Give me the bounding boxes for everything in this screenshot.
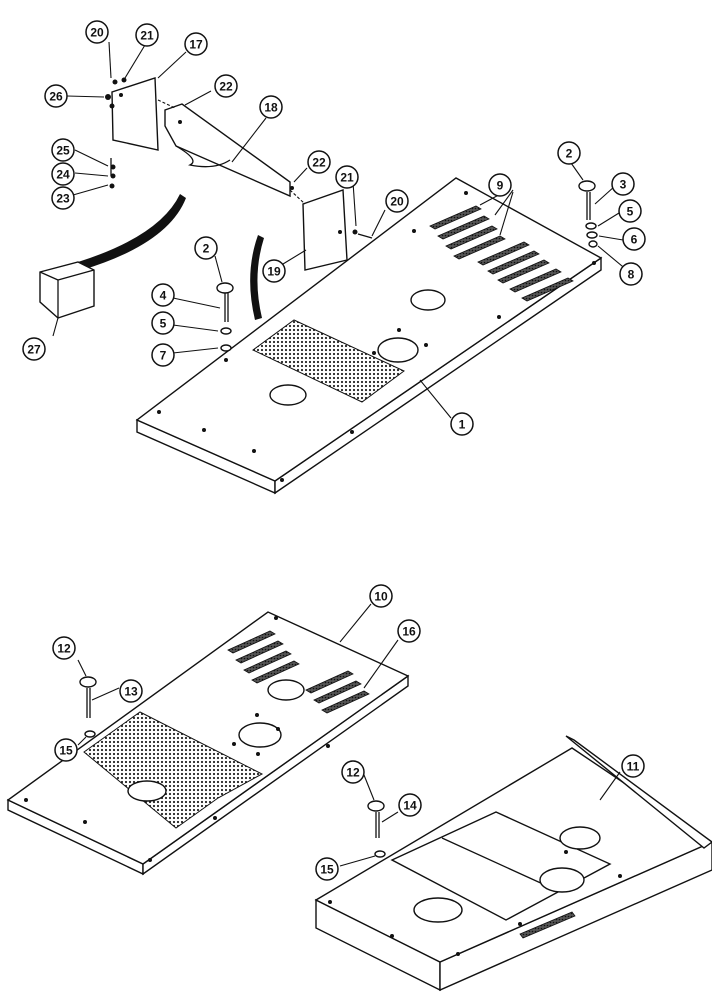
callout-label: 16 <box>402 625 416 639</box>
callout-17: 17 <box>184 32 208 56</box>
callout-22a: 22 <box>214 74 238 98</box>
callout-label: 5 <box>627 205 634 219</box>
callout-20a: 20 <box>85 20 109 44</box>
callout-label: 15 <box>320 863 334 877</box>
callout-15a: 15 <box>54 738 78 762</box>
callout-label: 5 <box>160 317 167 331</box>
callout-10: 10 <box>369 584 393 608</box>
hardware-mid-stack <box>79 676 97 738</box>
callout-12a: 12 <box>52 636 76 660</box>
callout-26: 26 <box>44 84 68 108</box>
callout-5a: 5 <box>151 311 175 335</box>
callout-label: 3 <box>620 178 627 192</box>
middle-floor-panel <box>6 611 410 876</box>
callout-label: 20 <box>90 26 104 40</box>
callout-4: 4 <box>151 283 175 307</box>
callout-label: 14 <box>403 799 417 813</box>
callout-label: 7 <box>160 349 167 363</box>
callout-label: 21 <box>340 171 354 185</box>
callout-label: 15 <box>59 744 73 758</box>
callout-27: 27 <box>22 337 46 361</box>
curved-arrow-left <box>78 194 186 270</box>
callout-label: 22 <box>219 80 233 94</box>
bracket-assembly <box>109 77 373 271</box>
callout-21b: 21 <box>335 165 359 189</box>
callout-20b: 20 <box>385 189 409 213</box>
callout-label: 8 <box>628 268 635 282</box>
callout-label: 18 <box>264 101 278 115</box>
callout-24: 24 <box>51 162 75 186</box>
hardware-right-stack <box>578 180 598 248</box>
callout-15b: 15 <box>315 857 339 881</box>
curved-arrow-right <box>250 235 264 320</box>
callout-13: 13 <box>119 679 143 703</box>
callout-label: 12 <box>346 766 360 780</box>
bottom-console-panel <box>314 735 712 992</box>
hardware-left-stack <box>216 282 234 352</box>
callout-label: 19 <box>267 265 281 279</box>
callout-label: 26 <box>49 90 63 104</box>
callout-11: 11 <box>621 754 645 778</box>
hardware-small <box>105 77 127 189</box>
callout-label: 6 <box>631 233 638 247</box>
callout-6: 6 <box>622 227 646 251</box>
callout-18: 18 <box>259 95 283 119</box>
callout-9: 9 <box>488 173 512 197</box>
callout-label: 11 <box>627 760 640 774</box>
callout-14: 14 <box>398 793 422 817</box>
callout-label: 22 <box>312 156 326 170</box>
callout-label: 4 <box>160 289 167 303</box>
callout-label: 24 <box>56 168 70 182</box>
callout-label: 2 <box>203 242 210 256</box>
shroud-18 <box>164 103 291 198</box>
callout-label: 21 <box>140 29 154 43</box>
callout-7: 7 <box>151 343 175 367</box>
callout-3: 3 <box>611 172 635 196</box>
callout-label: 9 <box>497 179 504 193</box>
callout-1: 1 <box>450 412 474 436</box>
hardware-bottom-stack <box>367 800 386 858</box>
callout-2b: 2 <box>557 141 581 165</box>
callout-label: 17 <box>189 38 203 52</box>
callout-label: 25 <box>56 144 70 158</box>
callout-label: 2 <box>566 147 573 161</box>
callout-label: 27 <box>27 343 41 357</box>
callout-16: 16 <box>397 619 421 643</box>
callout-19: 19 <box>262 259 286 283</box>
box-27 <box>39 261 95 319</box>
top-floor-panel <box>135 177 603 495</box>
callout-label: 20 <box>390 195 404 209</box>
callout-label: 10 <box>374 590 388 604</box>
callout-12b: 12 <box>341 760 365 784</box>
callout-label: 13 <box>124 685 138 699</box>
callout-8: 8 <box>619 262 643 286</box>
callout-23: 23 <box>51 186 75 210</box>
bracket-19 <box>302 189 348 271</box>
callout-21a: 21 <box>135 23 159 47</box>
callout-2a: 2 <box>194 236 218 260</box>
callout-25: 25 <box>51 138 75 162</box>
callout-22b: 22 <box>307 150 331 174</box>
bracket-17 <box>111 77 159 151</box>
callout-label: 23 <box>56 192 70 206</box>
callout-label: 1 <box>459 418 466 432</box>
callout-label: 12 <box>57 642 71 656</box>
callout-5b: 5 <box>618 199 642 223</box>
